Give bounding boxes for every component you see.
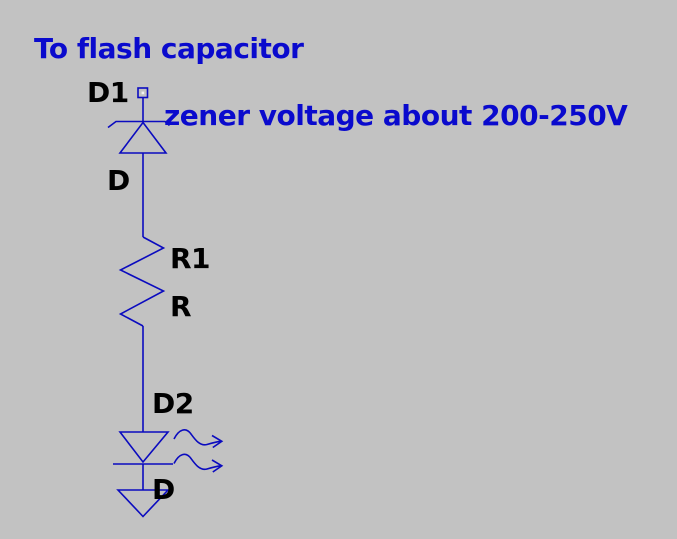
annotation-title[interactable]: To flash capacitor xyxy=(34,32,304,65)
d2-value-label[interactable]: D xyxy=(152,473,175,506)
light-arrow-icon xyxy=(173,453,224,473)
led-anode-triangle[interactable] xyxy=(118,431,170,464)
d1-designator-label[interactable]: D1 xyxy=(87,76,129,109)
resistor-zigzag[interactable] xyxy=(118,236,166,327)
r1-designator-label[interactable]: R1 xyxy=(170,242,211,275)
d1-value-label[interactable]: D xyxy=(107,164,130,197)
zener-anode-triangle[interactable] xyxy=(118,121,168,154)
zener-cathode-bar[interactable] xyxy=(107,120,171,129)
led-symbol[interactable] xyxy=(113,429,224,473)
connector-triangle[interactable] xyxy=(116,489,170,518)
resistor-symbol[interactable] xyxy=(118,236,166,327)
light-arrow-icon xyxy=(173,429,224,449)
pin-terminal-square[interactable] xyxy=(137,87,149,99)
r1-value-label[interactable]: R xyxy=(170,290,192,323)
light-emission-arrows xyxy=(173,429,224,473)
zener-diode-symbol[interactable] xyxy=(107,120,171,154)
down-arrow-connector-symbol[interactable] xyxy=(116,489,170,518)
annotation-zener-note[interactable]: zener voltage about 200-250V xyxy=(164,99,628,132)
d2-designator-label[interactable]: D2 xyxy=(152,387,194,420)
